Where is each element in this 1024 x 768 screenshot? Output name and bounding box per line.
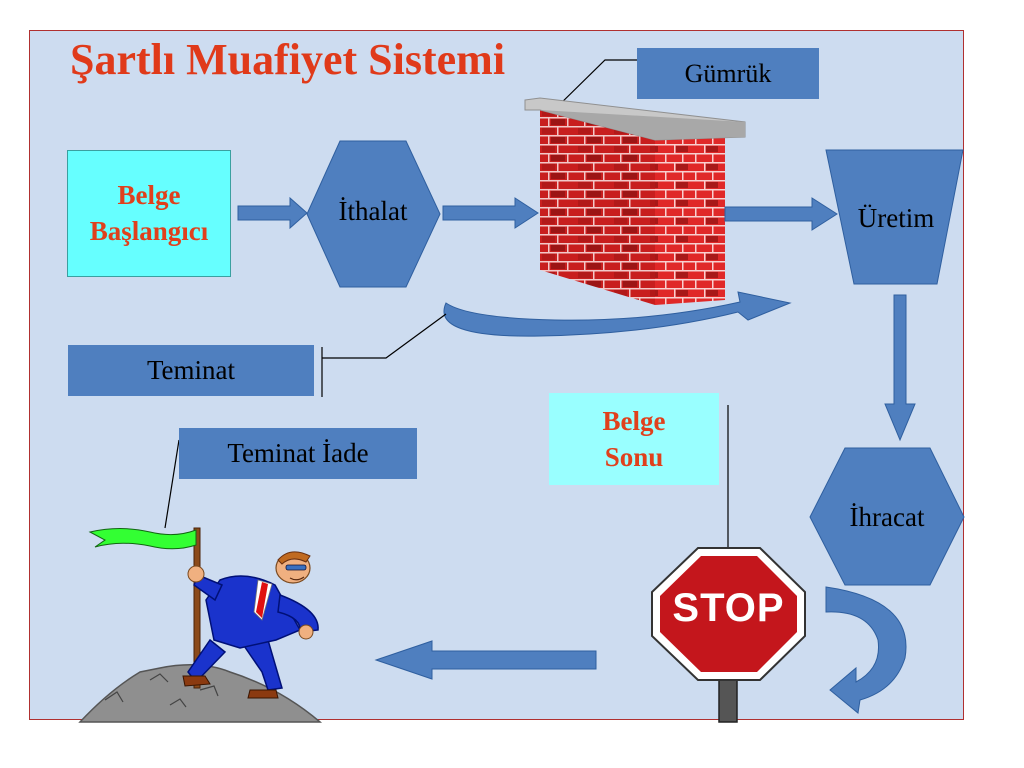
gumruk-connector-line [551,59,637,113]
uretim-label: Üretim [857,203,935,233]
teminat-iade-box: Teminat İade [179,428,417,479]
ihracat-label: İhracat [849,502,925,532]
belge-baslangici-box: Belge Başlangıcı [67,150,231,277]
teminat-box: Teminat [68,345,314,396]
teminat-iade-label: Teminat İade [227,438,369,468]
stop-sign-icon [651,547,806,681]
export-hexagon [809,447,965,586]
teminat-bracket-line [322,313,447,359]
slide-title: Şartlı Muafiyet Sistemi [70,35,506,84]
ithalat-label: İthalat [338,196,408,226]
export-curved-arrow [825,586,907,714]
belge-sonu-line2: Sonu [604,442,664,472]
arrow-production-to-export [884,294,916,442]
gumruk-box: Gümrük [637,48,819,99]
bypass-curved-arrow [443,291,792,337]
belge-baslangici-line2: Başlangıcı [89,215,209,246]
arrow-start-to-import [237,196,308,230]
teminat-iade-connector-line [164,439,180,529]
customs-brick-wall [524,97,746,305]
businessman-figure [182,551,319,699]
teminat-label: Teminat [146,355,236,385]
gumruk-label: Gümrük [684,58,772,88]
stop-sign-text: STOP [672,586,785,630]
green-flag-icon [88,527,201,689]
arrow-customs-to-production [724,197,838,231]
belge-sonu-line1: Belge [602,405,666,436]
arrow-stop-to-refund [374,640,597,680]
belge-baslangici-line1: Belge [117,180,181,211]
import-hexagon [306,140,441,288]
arrow-import-to-customs [442,197,539,229]
production-trapezoid [825,149,964,285]
belge-sonu-box: Belge Sonu [549,393,719,485]
